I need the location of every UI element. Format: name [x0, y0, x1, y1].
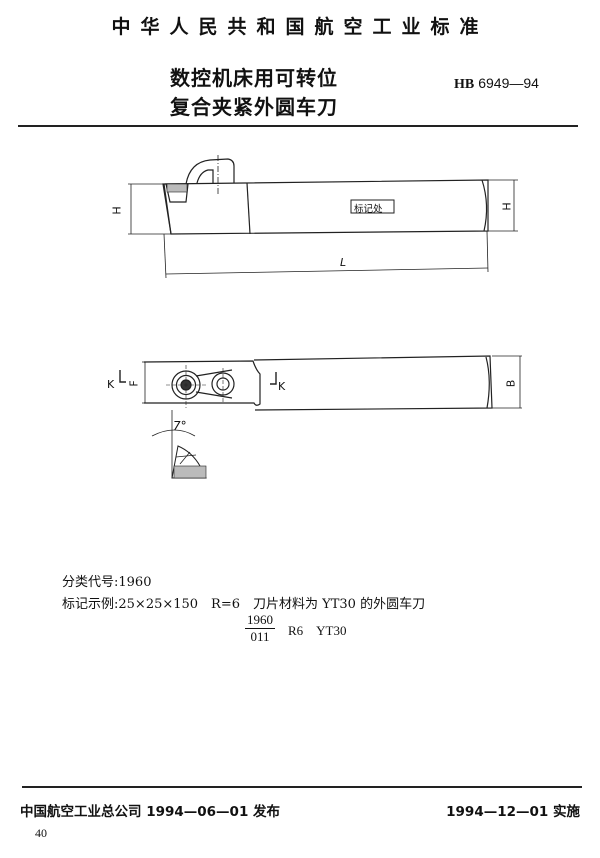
marking-fraction: 1960 011 — [245, 612, 275, 645]
footer-divider — [22, 786, 582, 788]
marking-example: 标记示例:25×25×150 R=6 刀片材料为 YT30 的外圆车刀 — [62, 597, 426, 612]
header-divider — [18, 125, 578, 127]
standard-body-heading: 中华人民共和国航空工业标准 — [111, 16, 489, 38]
fraction-numerator: 1960 — [245, 612, 275, 629]
issue-date: 中国航空工业总公司 1994—06—01 发布 — [20, 804, 281, 820]
classification-code: 分类代号:1960 — [62, 575, 152, 590]
section-marker-left: K — [107, 378, 115, 391]
standard-code-prefix: HB — [454, 77, 475, 92]
section-marker-right: K — [278, 380, 286, 393]
dim-b: B — [504, 379, 518, 388]
dim-h-right: H — [500, 202, 514, 211]
angle-label: 7° — [173, 419, 187, 433]
effective-date: 1994—12—01 实施 — [446, 804, 580, 820]
marking-box-label: 标记处 — [354, 204, 383, 215]
dim-f: F — [127, 380, 141, 387]
standard-code-number: 6949—94 — [478, 75, 539, 91]
fraction-denominator: 011 — [250, 629, 270, 644]
document-title-line-2: 复合夹紧外圆车刀 — [170, 95, 338, 119]
dim-l: L — [340, 256, 347, 269]
dim-h-left: H — [110, 206, 124, 215]
page-number: 40 — [35, 826, 47, 840]
marking-suffix: R6 YT30 — [288, 623, 347, 638]
document-title-line-1: 数控机床用可转位 — [170, 66, 338, 90]
